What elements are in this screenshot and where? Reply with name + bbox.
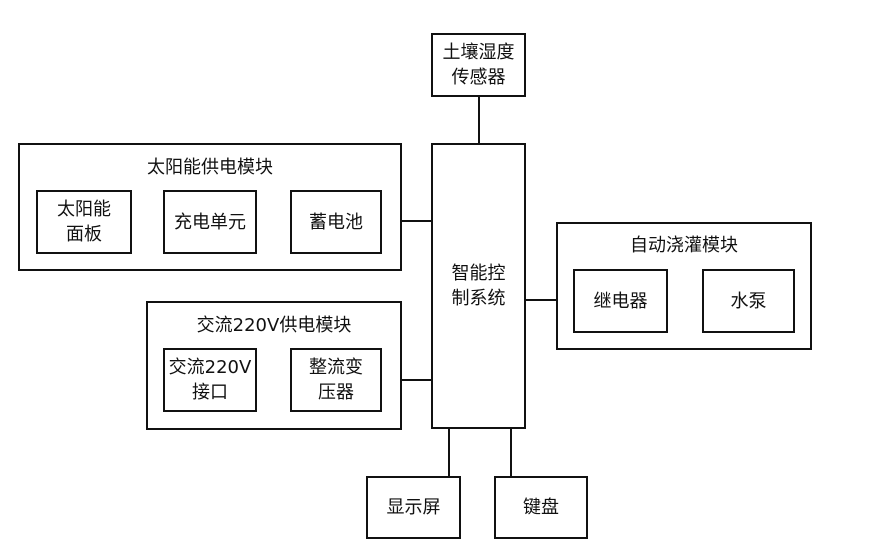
wire-rectifier-controller xyxy=(382,379,432,381)
rectifier-transformer-box: 整流变 压器 xyxy=(290,348,382,412)
water-pump-box: 水泵 xyxy=(702,269,795,333)
keyboard-box: 键盘 xyxy=(494,476,588,539)
wire-sensor-controller xyxy=(478,97,480,144)
solar-panel-box: 太阳能 面板 xyxy=(36,190,132,254)
relay-box: 继电器 xyxy=(573,269,668,333)
controller-box: 智能控 制系统 xyxy=(431,143,526,429)
ac-interface-box: 交流220V 接口 xyxy=(163,348,257,412)
irrigation-module-title: 自动浇灌模块 xyxy=(630,235,738,256)
wire-controller-relay xyxy=(524,299,573,301)
solar-power-module-title: 太阳能供电模块 xyxy=(147,157,273,178)
wire-controller-display xyxy=(448,427,450,476)
battery-box: 蓄电池 xyxy=(290,190,382,254)
charging-unit-box: 充电单元 xyxy=(163,190,257,254)
wire-battery-controller xyxy=(382,220,432,222)
wire-controller-keyboard xyxy=(510,427,512,476)
display-box: 显示屏 xyxy=(366,476,461,539)
ac-power-module-title: 交流220V供电模块 xyxy=(196,315,352,336)
soil-humidity-sensor-box: 土壤湿度 传感器 xyxy=(431,33,526,97)
